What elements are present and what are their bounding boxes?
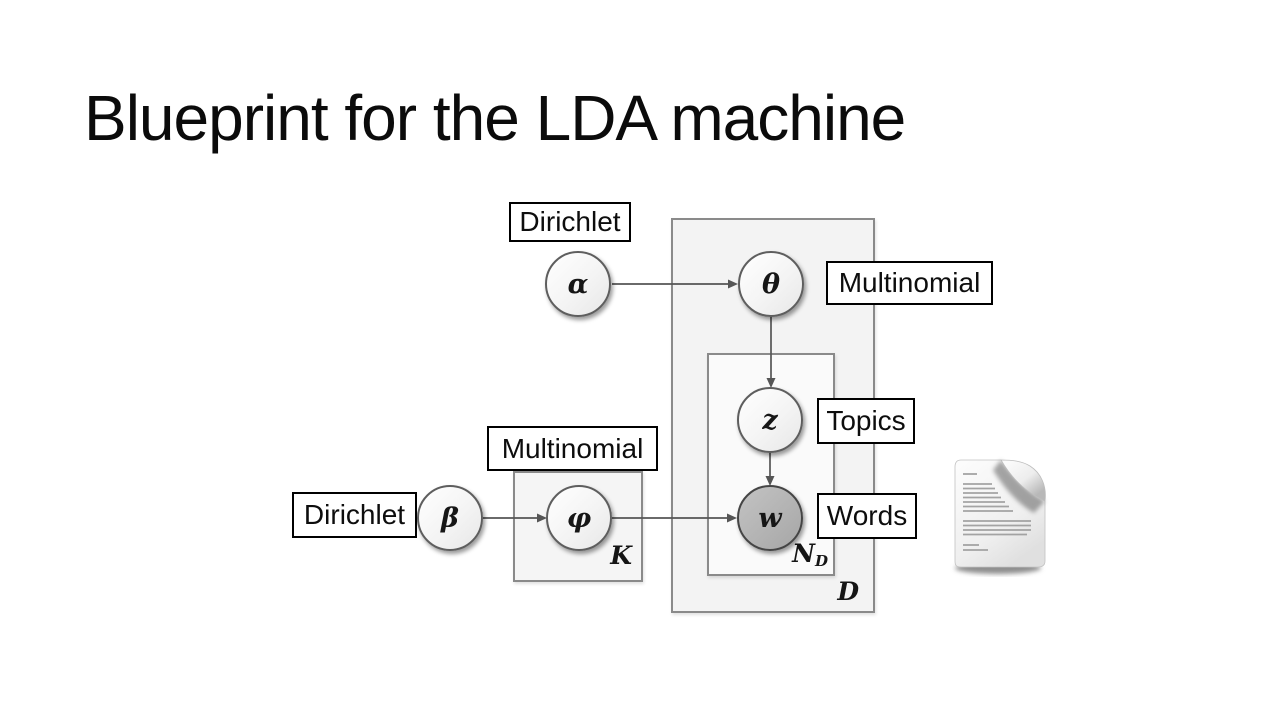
page-title: Blueprint for the LDA machine <box>84 82 906 154</box>
node-alpha-symbol: α <box>567 268 589 300</box>
plate-label-ND-main: N <box>792 539 815 568</box>
plate-label-ND-subscript: D <box>814 552 828 570</box>
callout-multinomial-phi: Multinomial <box>487 426 658 471</box>
document-fold-shadow <box>993 460 1045 513</box>
node-phi: φ <box>546 485 612 551</box>
node-theta-symbol: θ <box>761 268 780 300</box>
node-theta: θ <box>738 251 804 317</box>
document-fold-corner <box>1000 459 1046 502</box>
callout-dirichlet-beta: Dirichlet <box>292 492 417 538</box>
node-beta-symbol: β <box>441 502 459 534</box>
document-text-lines <box>963 473 1031 551</box>
plate-label-D: D <box>837 577 859 606</box>
document-icon <box>954 459 1046 574</box>
node-phi-symbol: φ <box>566 502 592 534</box>
node-z: z <box>737 387 803 453</box>
node-w-observed: w <box>737 485 803 551</box>
node-alpha: α <box>545 251 611 317</box>
node-z-symbol: z <box>762 404 778 436</box>
node-w-symbol: w <box>758 502 782 534</box>
plate-label-ND: ND <box>792 539 828 569</box>
node-beta: β <box>417 485 483 551</box>
plate-label-K: K <box>610 541 632 570</box>
callout-words: Words <box>817 493 917 539</box>
callout-dirichlet-alpha: Dirichlet <box>509 202 631 242</box>
callout-topics: Topics <box>817 398 915 444</box>
callout-multinomial-theta: Multinomial <box>826 261 993 305</box>
